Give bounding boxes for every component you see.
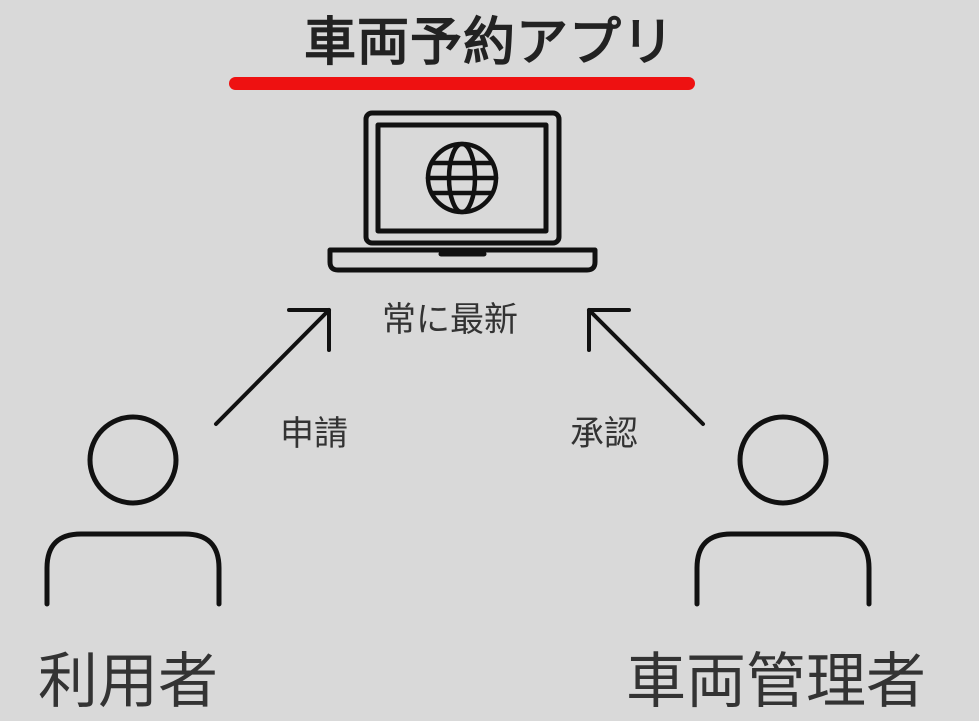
diagram-title: 車両予約アプリ xyxy=(303,13,675,73)
user-person-icon xyxy=(44,414,222,607)
laptop-screen xyxy=(375,122,549,234)
user-label: 利用者 xyxy=(38,647,218,717)
laptop-base xyxy=(327,247,598,273)
manager-label: 車両管理者 xyxy=(626,647,926,717)
title-underline xyxy=(229,77,695,90)
manager-person-icon xyxy=(694,414,872,607)
arrow-manager-to-app xyxy=(587,308,705,426)
laptop-globe-icon xyxy=(327,110,598,273)
app-status-label: 常に最新 xyxy=(382,300,518,340)
laptop-screen-frame xyxy=(363,110,562,246)
user-action-label: 申請 xyxy=(280,414,348,454)
arrow-user-to-app xyxy=(214,308,331,426)
globe-icon xyxy=(425,141,499,215)
manager-action-label: 承認 xyxy=(570,414,638,454)
